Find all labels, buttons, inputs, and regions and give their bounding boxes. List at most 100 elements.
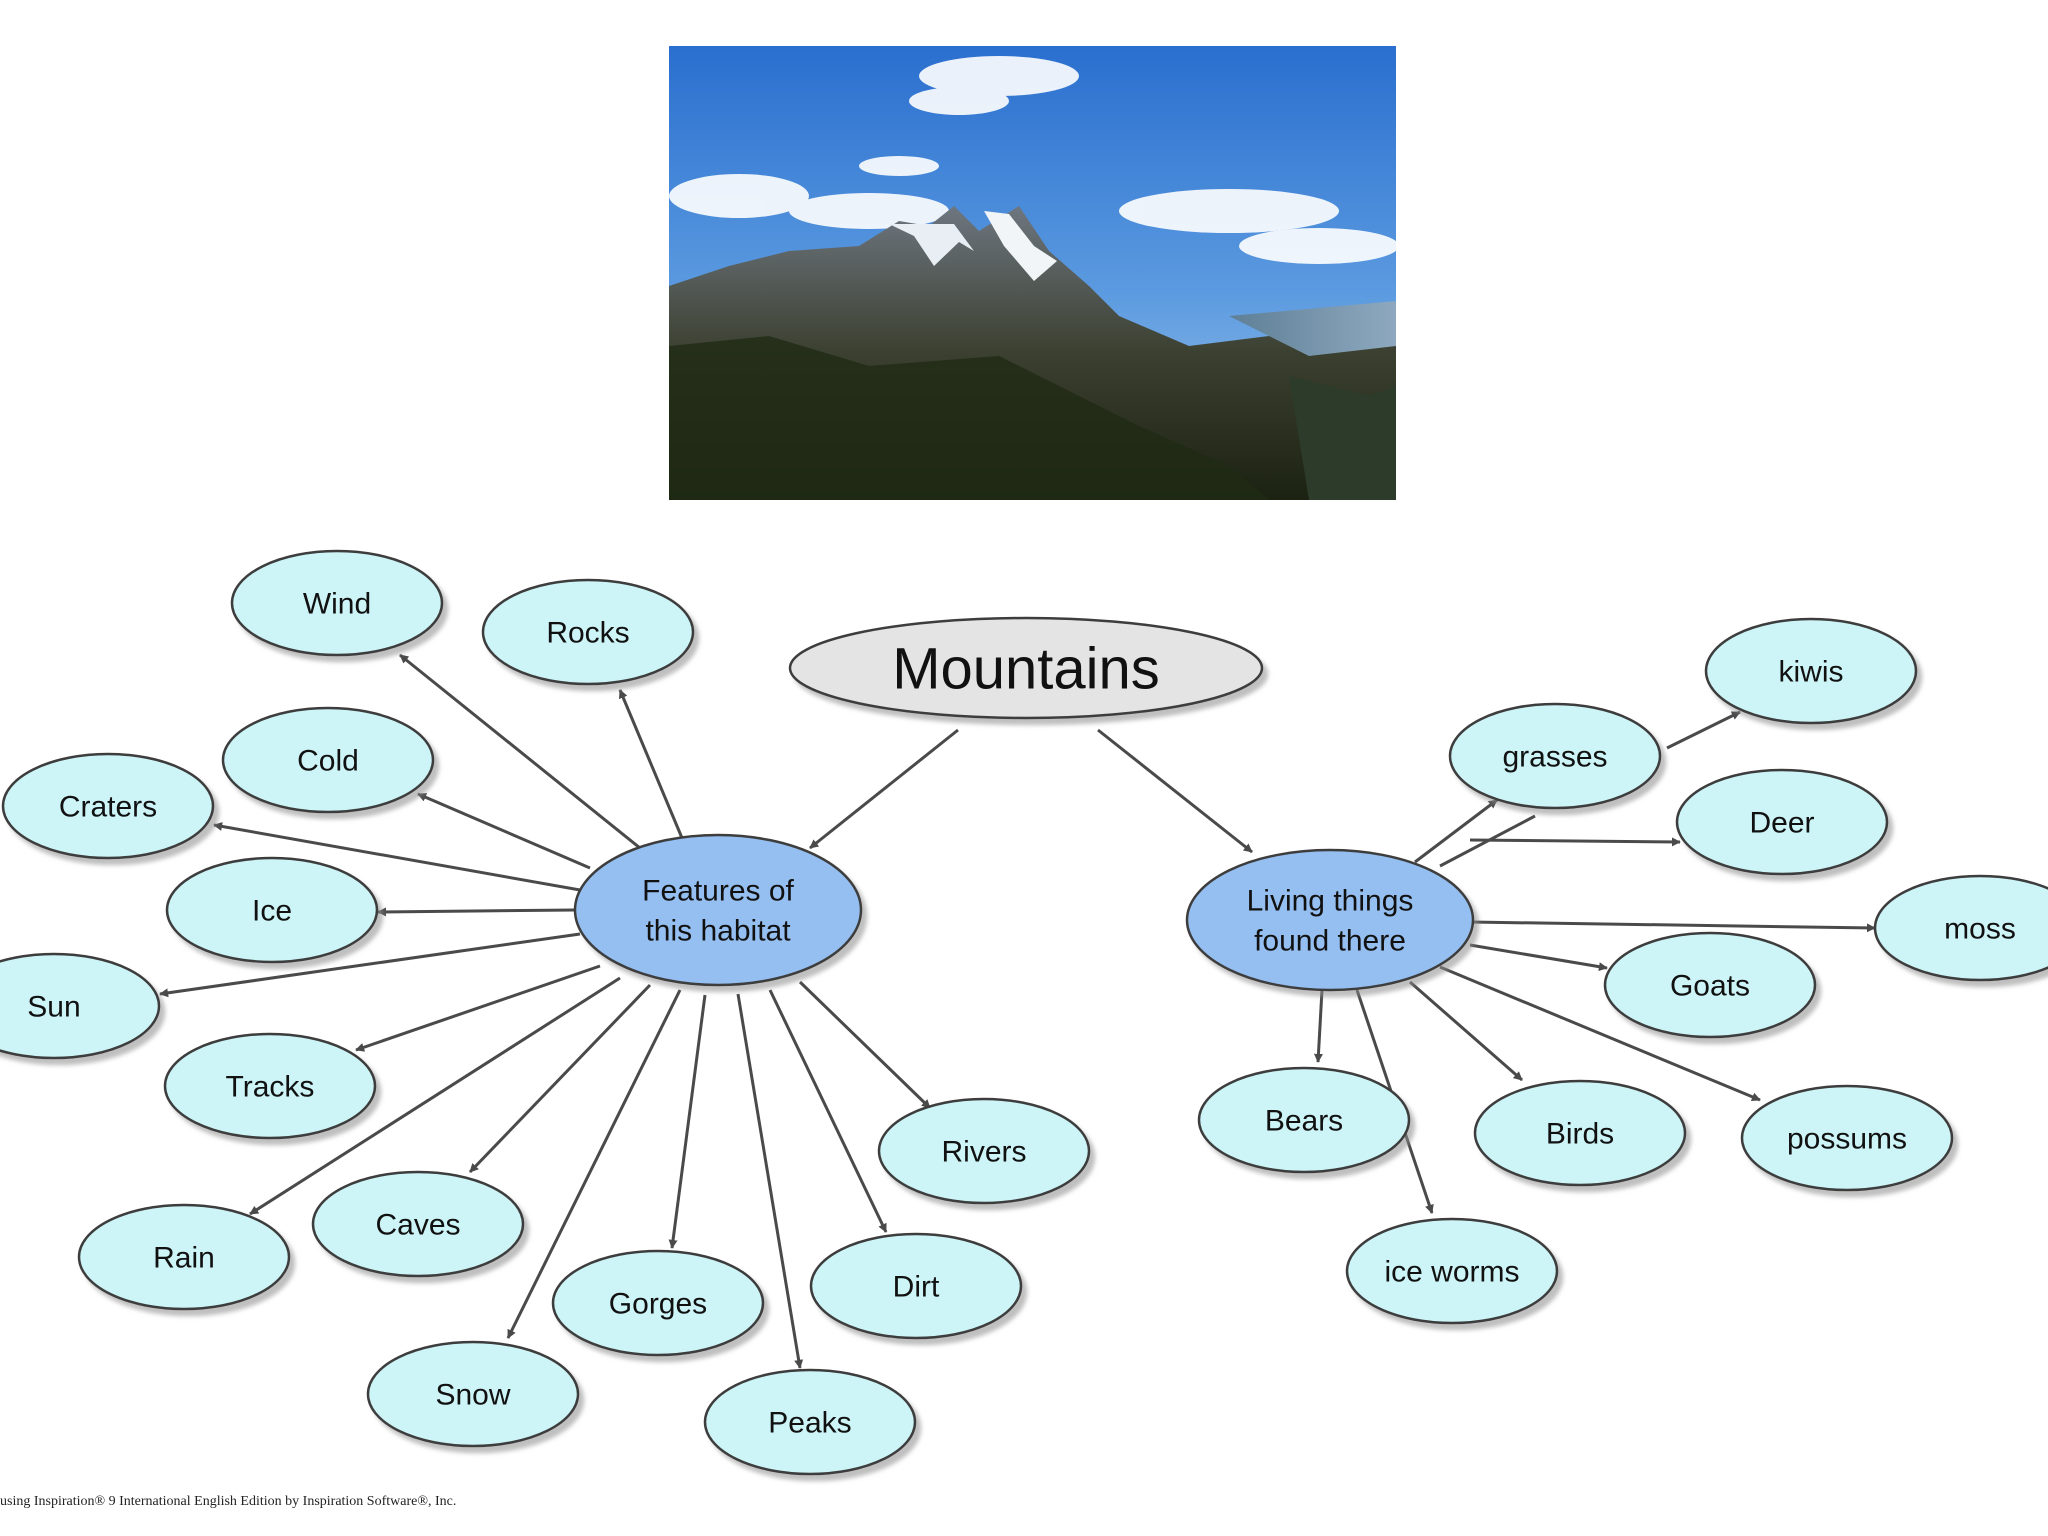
root-node-label: Mountains	[892, 636, 1160, 701]
feature-node-label: Rain	[153, 1242, 215, 1275]
living-node-label: moss	[1944, 913, 2016, 946]
arrow-living-to-deer	[1469, 837, 1681, 847]
living-node-kiwis[interactable]: kiwis	[1704, 617, 1918, 725]
connector-layer	[159, 653, 1876, 1369]
feature-node-label: Ice	[252, 895, 292, 928]
living-node-label: Birds	[1546, 1118, 1614, 1151]
arrow-features-to-peaks	[736, 993, 804, 1369]
arrow-living-to-moss	[1469, 920, 1876, 933]
arrow-living-to-birds	[1409, 980, 1523, 1082]
arrow-living-to-bears	[1313, 989, 1324, 1063]
living-node-shape	[1740, 1084, 1954, 1192]
group-node-label: found there	[1254, 924, 1406, 957]
feature-node-shape	[551, 1249, 765, 1357]
living-node-deer[interactable]: Deer	[1675, 768, 1889, 876]
arrow-features-to-rocks	[618, 689, 684, 839]
mountain-photo	[669, 46, 1396, 500]
feature-node-shape	[877, 1097, 1091, 1205]
living-node-shape	[1473, 1079, 1687, 1187]
living-node-possums[interactable]: possums	[1740, 1084, 1954, 1192]
feature-node-dirt[interactable]: Dirt	[809, 1232, 1023, 1340]
living-node-shape	[1345, 1217, 1559, 1325]
feature-node-shape	[163, 1032, 377, 1140]
group-node-shape	[573, 833, 863, 987]
arrow-mountains-to-living	[1097, 728, 1253, 854]
feature-node-shape	[0, 952, 161, 1060]
feature-node-label: Wind	[303, 588, 371, 621]
group-node-label: this habitat	[645, 914, 791, 947]
group-node-features[interactable]: Features of this habitat	[573, 833, 863, 987]
living-node-moss[interactable]: moss	[1873, 874, 2048, 982]
group-node-shape	[1185, 848, 1475, 992]
group-node-label: Features of	[642, 875, 794, 908]
arrow-features-to-dirt	[768, 989, 888, 1233]
feature-node-snow[interactable]: Snow	[366, 1340, 580, 1448]
feature-node-shape	[366, 1340, 580, 1448]
feature-node-label: Rivers	[941, 1136, 1026, 1169]
arrow-features-to-wind	[399, 653, 641, 850]
arrow-features-to-rivers	[798, 980, 932, 1110]
arrow-living-to-grasses	[1414, 798, 1498, 864]
feature-node-rocks[interactable]: Rocks	[481, 578, 695, 686]
feature-node-shape	[77, 1203, 291, 1311]
living-node-label: Goats	[1670, 970, 1750, 1003]
living-node-ice-worms[interactable]: ice worms	[1345, 1217, 1559, 1325]
feature-node-craters[interactable]: Craters	[1, 752, 215, 860]
feature-node-label: Sun	[27, 991, 80, 1024]
feature-node-shape	[221, 706, 435, 814]
feature-node-shape	[311, 1170, 525, 1278]
living-node-birds[interactable]: Birds	[1473, 1079, 1687, 1187]
feature-node-rivers[interactable]: Rivers	[877, 1097, 1091, 1205]
feature-node-label: Tracks	[226, 1071, 315, 1104]
arrow-features-to-ice	[377, 907, 576, 917]
living-node-label: possums	[1787, 1123, 1907, 1156]
connector-living-grasses-secondary	[1439, 814, 1536, 868]
feature-node-shape	[1, 752, 215, 860]
feature-node-shape	[703, 1368, 917, 1476]
living-node-label: Deer	[1749, 807, 1814, 840]
living-node-goats[interactable]: Goats	[1603, 931, 1817, 1039]
feature-node-caves[interactable]: Caves	[311, 1170, 525, 1278]
feature-node-shape	[481, 578, 695, 686]
feature-node-label: Rocks	[546, 617, 629, 650]
living-node-shape	[1704, 617, 1918, 725]
living-node-bears[interactable]: Bears	[1197, 1066, 1411, 1174]
feature-node-label: Cold	[297, 745, 359, 778]
feature-node-gorges[interactable]: Gorges	[551, 1249, 765, 1357]
feature-node-cold[interactable]: Cold	[221, 706, 435, 814]
feature-node-wind[interactable]: Wind	[230, 549, 444, 657]
living-node-grasses[interactable]: grasses	[1448, 702, 1662, 810]
arrow-features-to-cold	[417, 792, 591, 870]
feature-node-tracks[interactable]: Tracks	[163, 1032, 377, 1140]
living-node-shape	[1675, 768, 1889, 876]
feature-node-ice[interactable]: Ice	[165, 856, 379, 964]
arrow-features-to-gorges	[668, 994, 707, 1249]
living-node-label: Bears	[1265, 1105, 1343, 1138]
feature-node-rain[interactable]: Rain	[77, 1203, 291, 1311]
feature-node-label: Peaks	[768, 1407, 851, 1440]
living-node-label: grasses	[1502, 741, 1607, 774]
arrow-grasses-to-kiwis	[1666, 710, 1741, 750]
arrow-features-to-caves	[468, 983, 652, 1174]
root-node-shape	[788, 616, 1264, 720]
feature-node-sun[interactable]: Sun	[0, 952, 161, 1060]
feature-node-label: Gorges	[609, 1288, 707, 1321]
living-node-shape	[1197, 1066, 1411, 1174]
footer-credit: using Inspiration® 9 International Engli…	[0, 1494, 457, 1509]
root-node-mountains[interactable]: Mountains	[788, 616, 1264, 720]
arrow-features-to-rain	[249, 976, 621, 1216]
arrow-living-to-possums	[1439, 965, 1761, 1102]
living-node-shape	[1448, 702, 1662, 810]
living-node-shape	[1873, 874, 2048, 982]
living-node-shape	[1603, 931, 1817, 1039]
living-node-label: ice worms	[1384, 1256, 1519, 1289]
arrow-features-to-tracks	[355, 964, 601, 1052]
arrow-features-to-craters	[213, 821, 581, 892]
feature-node-label: Dirt	[893, 1271, 940, 1304]
feature-node-peaks[interactable]: Peaks	[703, 1368, 917, 1476]
feature-node-shape	[230, 549, 444, 657]
